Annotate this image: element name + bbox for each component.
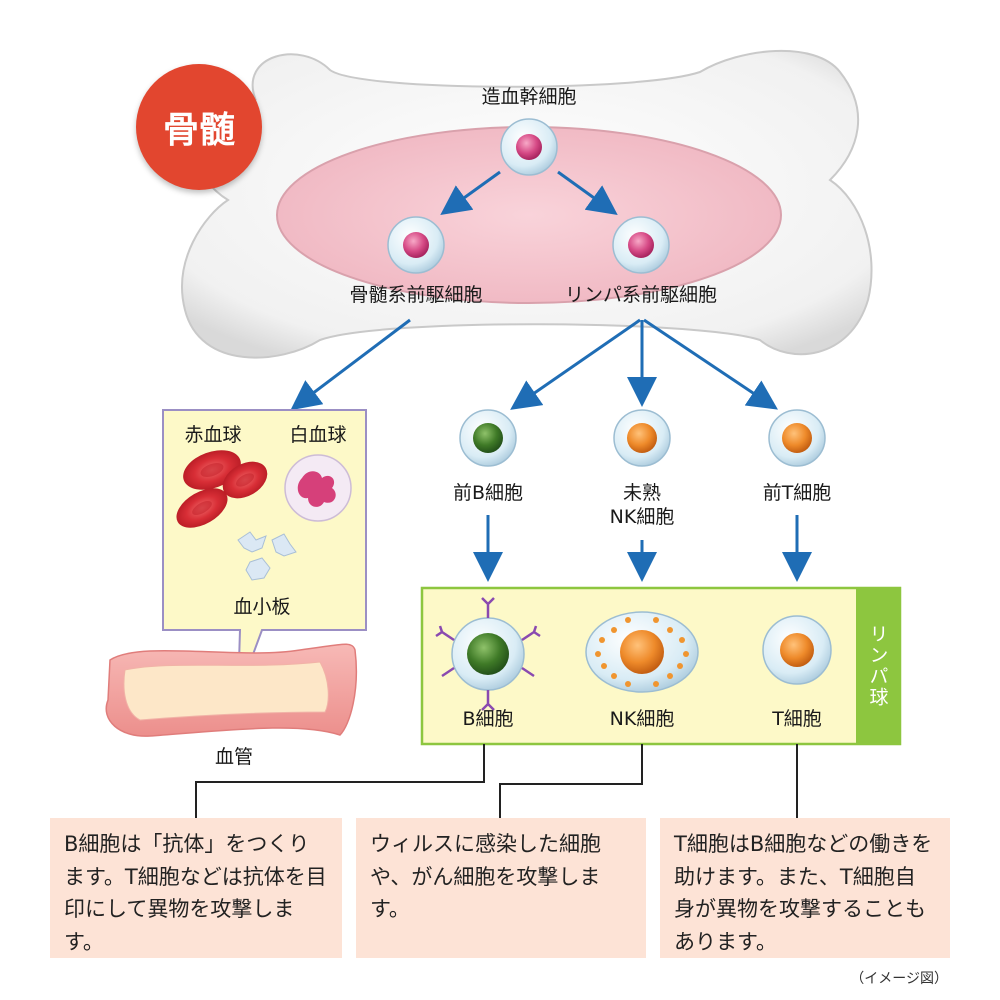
nk-cell xyxy=(585,611,699,693)
immature-nk-label-line1: 未熟 xyxy=(622,482,661,504)
platelet-label: 血小板 xyxy=(233,596,291,618)
lymphocyte-tab: リンパ球 xyxy=(856,588,900,744)
t-cell xyxy=(762,615,832,685)
b-cell-description: B細胞は「抗体」をつくります。T細胞などは抗体を目印にして異物を攻撃します。 xyxy=(50,818,342,958)
antibody-icons xyxy=(435,597,541,711)
red-blood-cell-label: 赤血球 xyxy=(184,424,242,446)
b-cell-label: B細胞 xyxy=(462,708,514,730)
image-note: （イメージ図） xyxy=(850,971,948,987)
blood-vessel xyxy=(105,643,358,737)
arrows xyxy=(290,170,812,582)
lymphoid-progenitor-label: リンパ系前駆細胞 xyxy=(564,284,718,306)
t-cell-description: T細胞はB細胞などの働きを助けます。また、T細胞自身が異物を攻撃することもありま… xyxy=(660,818,950,958)
bone-marrow-badge: 骨髄 xyxy=(136,64,262,190)
immature-nk-label-line2: NK細胞 xyxy=(609,505,675,528)
hsc-cell xyxy=(500,118,558,176)
pre-b-label: 前B細胞 xyxy=(452,482,524,504)
pre-b-cell xyxy=(459,409,517,467)
lymphocyte-label: リンパ球 xyxy=(866,624,889,708)
connector-nk xyxy=(499,744,643,818)
connector-lines xyxy=(195,744,798,818)
arrow-hsc-to-lymphoid xyxy=(557,170,618,216)
pre-t-cell xyxy=(768,409,826,467)
red-blood-cells xyxy=(176,450,268,528)
nk-cell-description: ウィルスに感染した細胞や、がん細胞を攻撃します。 xyxy=(356,818,646,958)
immature-nk-cell xyxy=(613,409,671,467)
hsc-label: 造血幹細胞 xyxy=(481,86,577,108)
blood-vessel-label: 血管 xyxy=(214,746,254,768)
pre-t-label: 前T細胞 xyxy=(762,482,832,504)
arrow-myeloid-to-blood xyxy=(290,318,411,411)
arrow-hsc-to-myeloid xyxy=(440,170,501,216)
immature-nk-label: 未熟 NK細胞 xyxy=(610,482,675,530)
connector-b xyxy=(195,744,485,818)
nk-cell-label: NK細胞 xyxy=(609,708,675,730)
bone-marrow-label: 骨髄 xyxy=(162,110,235,151)
platelets xyxy=(237,531,297,581)
white-blood-cell xyxy=(284,454,352,522)
lymphoid-progenitor-cell xyxy=(612,216,670,274)
myeloid-progenitor-label: 骨髄系前駆細胞 xyxy=(349,284,483,306)
myeloid-progenitor-cell xyxy=(387,216,445,274)
arrow-lymphoid-to-preb xyxy=(510,318,641,410)
nk-granules xyxy=(595,617,689,687)
arrow-lymphoid-to-pret xyxy=(643,318,778,410)
t-cell-label: T細胞 xyxy=(772,708,822,730)
b-cell xyxy=(435,597,541,711)
white-blood-cell-label: 白血球 xyxy=(289,424,347,446)
